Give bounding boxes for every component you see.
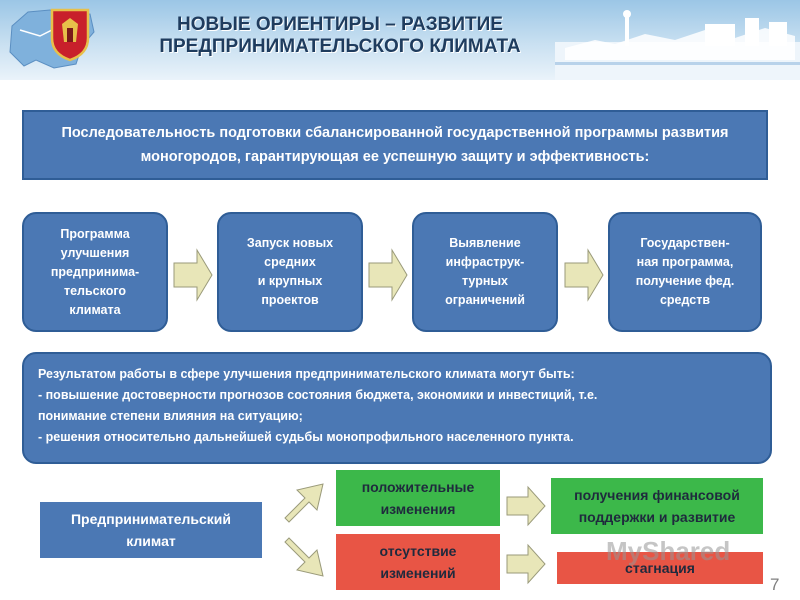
arrow-right-icon: [506, 542, 546, 586]
positive-changes-box: положительные изменения: [336, 470, 500, 526]
result-line-3: понимание степени влияния на ситуацию;: [38, 406, 756, 427]
arrow-right-icon: [506, 484, 546, 528]
no-changes-box: отсутствие изменений: [336, 534, 500, 590]
arrow-right-icon: [173, 247, 213, 303]
page-title: НОВЫЕ ОРИЕНТИРЫ – РАЗВИТИЕ ПРЕДПРИНИМАТЕ…: [120, 14, 560, 58]
watermark-text: MyShared: [606, 536, 730, 567]
step-business-climate-program: Программа улучшения предпринима- тельско…: [22, 212, 168, 332]
arrow-up-right-icon: [281, 478, 327, 530]
arrow-down-right-icon: [281, 530, 327, 582]
step-infrastructure-limits: Выявление инфраструк- турных ограничений: [412, 212, 558, 332]
result-box: Результатом работы в сфере улучшения пре…: [22, 352, 772, 464]
title-line-1: НОВЫЕ ОРИЕНТИРЫ – РАЗВИТИЕ: [120, 14, 560, 36]
arrow-right-icon: [564, 247, 604, 303]
city-skyline-graphic: [555, 0, 800, 80]
business-climate-box: Предпринимательский климат: [40, 502, 262, 558]
title-line-2: ПРЕДПРИНИМАТЕЛЬСКОГО КЛИМАТА: [120, 36, 560, 58]
financial-support-box: получения финансовой поддержки и развити…: [551, 478, 763, 534]
page-number: 7: [770, 575, 779, 595]
step-launch-projects: Запуск новых средних и крупных проектов: [217, 212, 363, 332]
coat-of-arms-icon: [48, 6, 92, 62]
header-banner: НОВЫЕ ОРИЕНТИРЫ – РАЗВИТИЕ ПРЕДПРИНИМАТЕ…: [0, 0, 800, 80]
result-line-2: - повышение достоверности прогнозов сост…: [38, 385, 756, 406]
intro-box: Последовательность подготовки сбалансиро…: [22, 110, 768, 180]
arrow-right-icon: [368, 247, 408, 303]
result-line-1: Результатом работы в сфере улучшения пре…: [38, 364, 756, 385]
step-state-program: Государствен- ная программа, получение ф…: [608, 212, 762, 332]
result-line-4: - решения относительно дальнейшей судьбы…: [38, 427, 756, 448]
